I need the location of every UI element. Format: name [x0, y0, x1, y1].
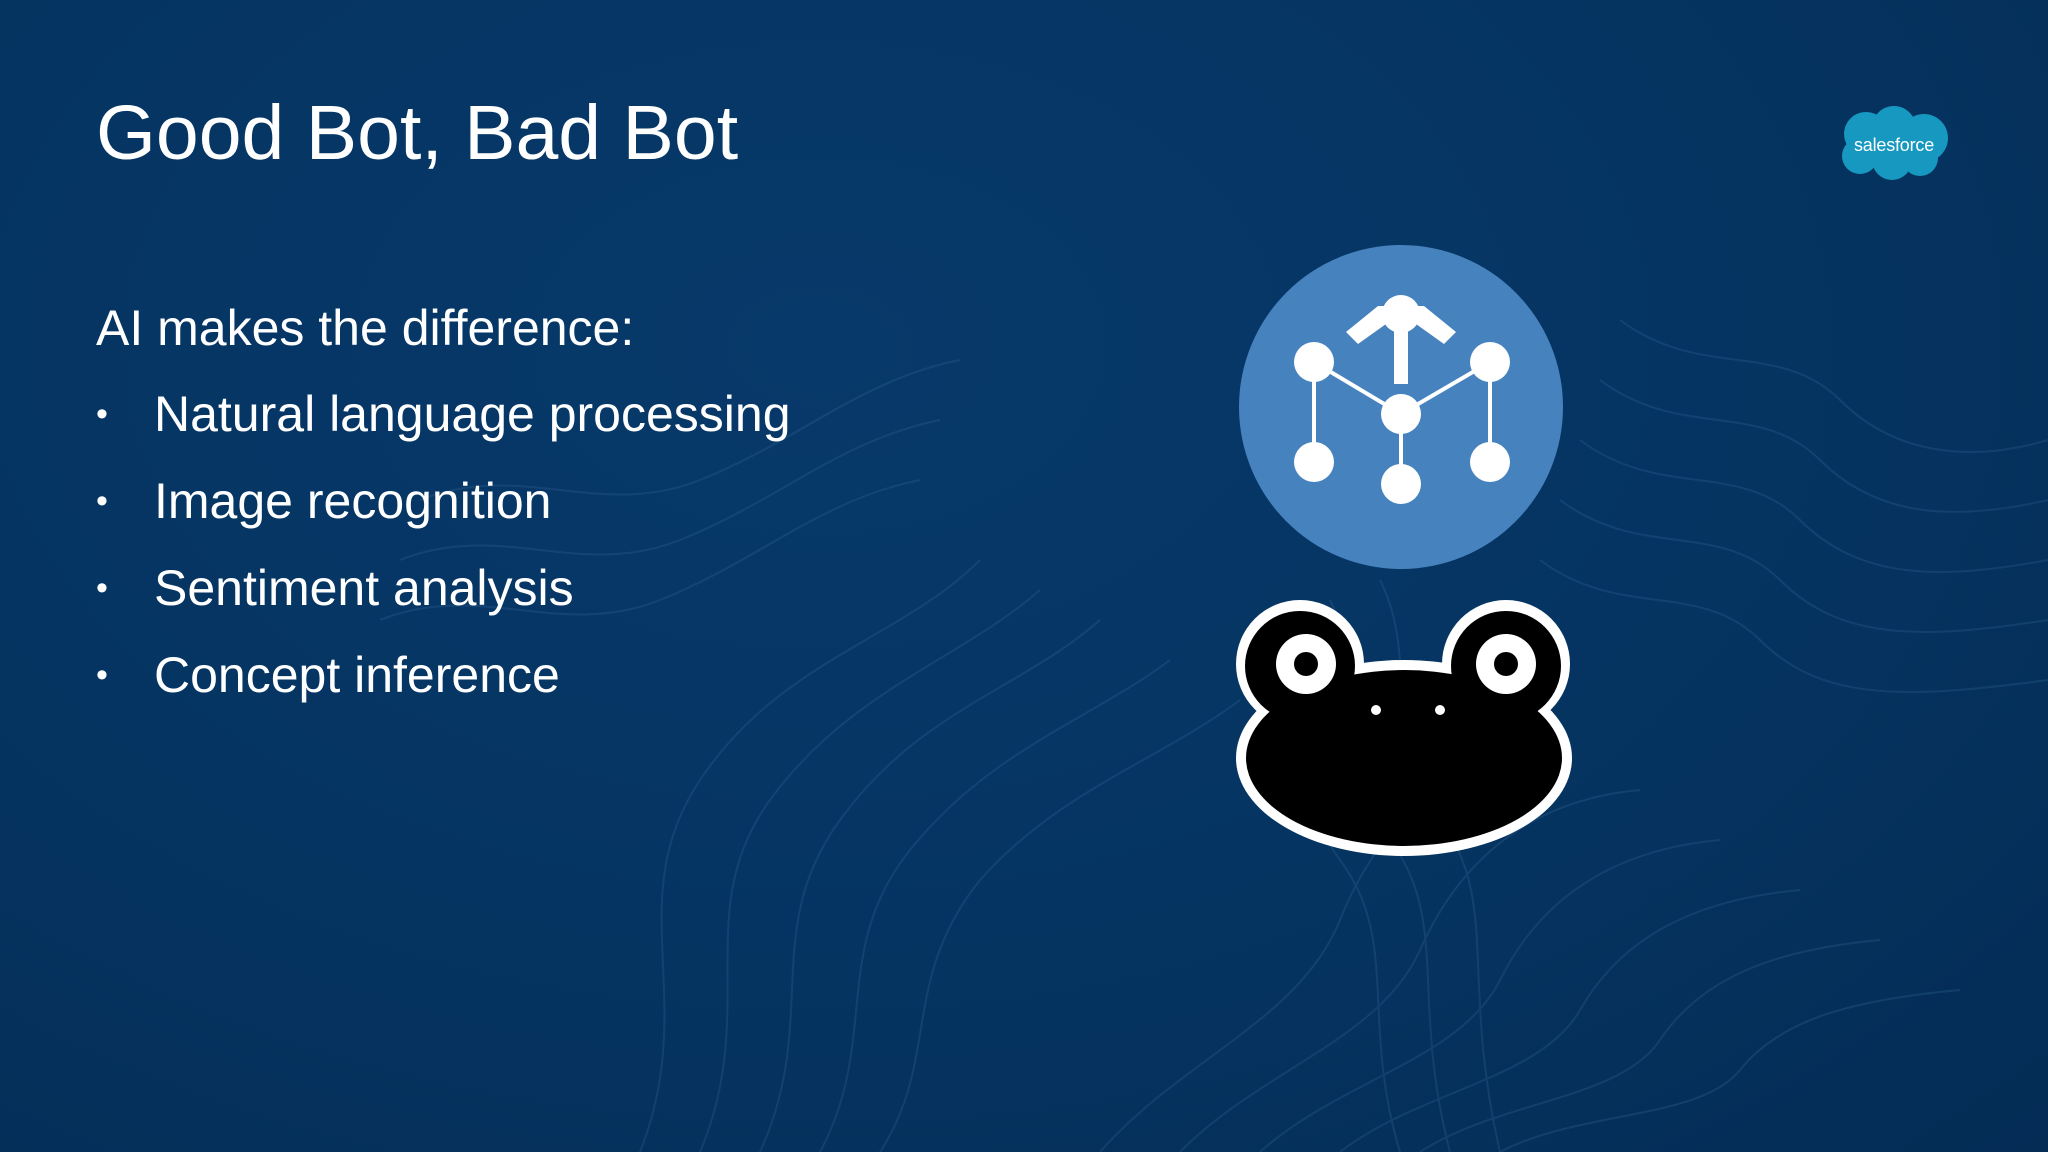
bullet-text: Image recognition	[154, 473, 552, 529]
salesforce-cloud-icon	[1842, 106, 1948, 180]
bullet-text: Sentiment analysis	[154, 560, 574, 616]
bullet-dot: •	[96, 395, 108, 433]
bullet-dot: •	[96, 569, 108, 607]
bullet-text: Natural language processing	[154, 386, 791, 442]
bullet-dot: •	[96, 656, 108, 694]
slide-title: Good Bot, Bad Bot	[96, 90, 739, 176]
bullet-text: Concept inference	[154, 647, 560, 703]
logo-wordmark: salesforce	[1853, 135, 1935, 155]
frog-icon	[1236, 600, 1572, 856]
salesforce-logo: salesforce	[1836, 104, 1952, 186]
bullet-dot: •	[96, 482, 108, 520]
intro-text: AI makes the difference:	[96, 300, 635, 356]
ai-network-icon	[1239, 245, 1563, 569]
